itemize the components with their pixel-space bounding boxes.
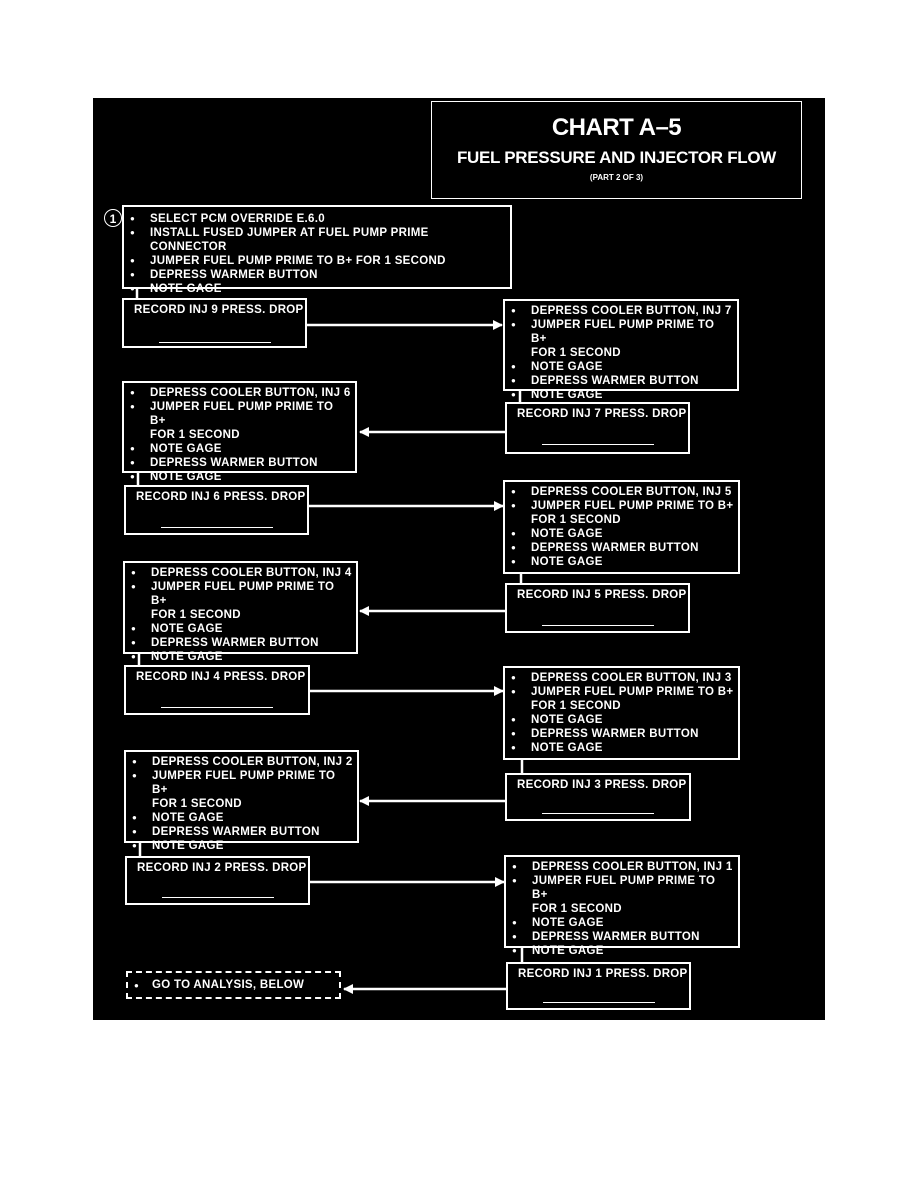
- list-item: NOTE GAGE: [511, 713, 734, 727]
- record-label: RECORD INJ 6 PRESS. DROP: [136, 491, 306, 503]
- title-box: CHART A–5 FUEL PRESSURE AND INJECTOR FLO…: [431, 101, 802, 199]
- list-item: JUMPER FUEL PUMP PRIME TO B+ FOR 1 SECON…: [511, 499, 734, 527]
- blank-line: [543, 1002, 655, 1003]
- list-item: NOTE GAGE: [131, 650, 352, 664]
- record-inj5-box: RECORD INJ 5 PRESS. DROP: [505, 583, 690, 633]
- blank-line: [162, 897, 274, 898]
- start-steps-box: SELECT PCM OVERRIDE E.6.0 INSTALL FUSED …: [122, 205, 512, 296]
- list-item: NOTE GAGE: [511, 388, 733, 402]
- record-label: RECORD INJ 7 PRESS. DROP: [517, 408, 687, 420]
- steps-inj3-box: DEPRESS COOLER BUTTON, INJ 3 JUMPER FUEL…: [503, 666, 740, 760]
- list-item: DEPRESS COOLER BUTTON, INJ 4: [131, 566, 352, 580]
- record-label: RECORD INJ 1 PRESS. DROP: [518, 968, 688, 980]
- list-item: JUMPER FUEL PUMP PRIME TO B+ FOR 1 SECON…: [512, 874, 734, 916]
- list-item: NOTE GAGE: [130, 282, 506, 296]
- record-inj6-box: RECORD INJ 6 PRESS. DROP: [124, 485, 309, 535]
- list-item: NOTE GAGE: [511, 360, 733, 374]
- list-item: JUMPER FUEL PUMP PRIME TO B+ FOR 1 SECON…: [131, 580, 352, 622]
- list-item: DEPRESS COOLER BUTTON, INJ 6: [130, 386, 351, 400]
- steps-inj4-box: DEPRESS COOLER BUTTON, INJ 4 JUMPER FUEL…: [123, 561, 358, 664]
- list-item: DEPRESS WARMER BUTTON: [131, 636, 352, 650]
- analysis-label: GO TO ANALYSIS, BELOW: [152, 979, 305, 991]
- record-inj7-box: RECORD INJ 7 PRESS. DROP: [505, 402, 690, 454]
- list-item: NOTE GAGE: [511, 555, 734, 569]
- list-item: NOTE GAGE: [512, 944, 734, 958]
- chart-title: CHART A–5: [551, 114, 682, 141]
- steps-inj5-box: DEPRESS COOLER BUTTON, INJ 5 JUMPER FUEL…: [503, 480, 740, 574]
- record-label: RECORD INJ 4 PRESS. DROP: [136, 671, 306, 683]
- list-item: NOTE GAGE: [512, 916, 734, 930]
- list-item: DEPRESS WARMER BUTTON: [132, 825, 353, 839]
- list-item: DEPRESS COOLER BUTTON, INJ 5: [511, 485, 734, 499]
- list-item: DEPRESS WARMER BUTTON: [511, 541, 734, 555]
- record-inj4-box: RECORD INJ 4 PRESS. DROP: [124, 665, 310, 715]
- bullet-icon: ●: [134, 981, 140, 990]
- blank-line: [161, 707, 273, 708]
- list-item: NOTE GAGE: [131, 622, 352, 636]
- record-label: RECORD INJ 3 PRESS. DROP: [517, 779, 687, 791]
- steps-inj6-box: DEPRESS COOLER BUTTON, INJ 6 JUMPER FUEL…: [122, 381, 357, 484]
- record-label: RECORD INJ 2 PRESS. DROP: [137, 862, 307, 874]
- list-item: SELECT PCM OVERRIDE E.6.0: [130, 212, 506, 226]
- list-item: INSTALL FUSED JUMPER AT FUEL PUMP PRIME …: [130, 226, 506, 254]
- list-item: JUMPER FUEL PUMP PRIME TO B+ FOR 1 SECON…: [132, 769, 353, 811]
- blank-line: [542, 625, 654, 626]
- list-item: DEPRESS COOLER BUTTON, INJ 2: [132, 755, 353, 769]
- list-item: JUMPER FUEL PUMP PRIME TO B+ FOR 1 SECON…: [511, 685, 734, 713]
- list-item: DEPRESS WARMER BUTTON: [511, 374, 733, 388]
- list-item: JUMPER FUEL PUMP PRIME TO B+ FOR 1 SECON…: [511, 318, 733, 360]
- list-item: NOTE GAGE: [130, 470, 351, 484]
- list-item: DEPRESS COOLER BUTTON, INJ 7: [511, 304, 733, 318]
- list-item: NOTE GAGE: [511, 741, 734, 755]
- step-marker-1: 1: [104, 209, 122, 227]
- blank-line: [542, 444, 654, 445]
- record-inj3-box: RECORD INJ 3 PRESS. DROP: [505, 773, 691, 821]
- blank-line: [159, 342, 271, 343]
- list-item: DEPRESS WARMER BUTTON: [130, 456, 351, 470]
- list-item: NOTE GAGE: [130, 442, 351, 456]
- list-item: DEPRESS COOLER BUTTON, INJ 1: [512, 860, 734, 874]
- steps-inj2-box: DEPRESS COOLER BUTTON, INJ 2 JUMPER FUEL…: [124, 750, 359, 853]
- blank-line: [161, 527, 273, 528]
- steps-inj1-box: DEPRESS COOLER BUTTON, INJ 1 JUMPER FUEL…: [504, 855, 740, 958]
- steps-inj7-box: DEPRESS COOLER BUTTON, INJ 7 JUMPER FUEL…: [503, 299, 739, 402]
- list-item: DEPRESS WARMER BUTTON: [512, 930, 734, 944]
- chart-subtitle: FUEL PRESSURE AND INJECTOR FLOW: [456, 148, 777, 167]
- list-item: DEPRESS WARMER BUTTON: [511, 727, 734, 741]
- record-inj2-box: RECORD INJ 2 PRESS. DROP: [125, 856, 310, 905]
- chart-part: (PART 2 OF 3): [589, 173, 644, 182]
- list-item: NOTE GAGE: [132, 839, 353, 853]
- record-inj1-box: RECORD INJ 1 PRESS. DROP: [506, 962, 691, 1010]
- list-item: DEPRESS WARMER BUTTON: [130, 268, 506, 282]
- record-label: RECORD INJ 5 PRESS. DROP: [517, 589, 687, 601]
- record-label: RECORD INJ 9 PRESS. DROP: [134, 304, 304, 316]
- analysis-box: ● GO TO ANALYSIS, BELOW: [126, 971, 341, 999]
- list-item: NOTE GAGE: [132, 811, 353, 825]
- blank-line: [542, 813, 654, 814]
- list-item: JUMPER FUEL PUMP PRIME TO B+ FOR 1 SECON…: [130, 254, 506, 268]
- record-inj9-box: RECORD INJ 9 PRESS. DROP: [122, 298, 307, 348]
- list-item: JUMPER FUEL PUMP PRIME TO B+ FOR 1 SECON…: [130, 400, 351, 442]
- list-item: NOTE GAGE: [511, 527, 734, 541]
- list-item: DEPRESS COOLER BUTTON, INJ 3: [511, 671, 734, 685]
